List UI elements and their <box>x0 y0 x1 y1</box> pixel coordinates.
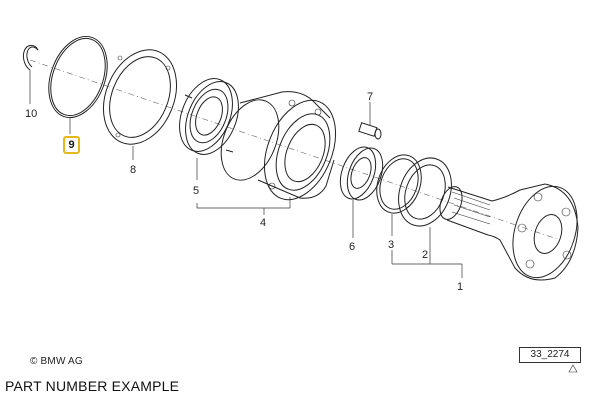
copyright-label: © BMW AG <box>30 356 83 367</box>
part-9-ring <box>48 35 108 119</box>
leader-lines <box>29 70 463 278</box>
watermark-triangle <box>568 364 578 373</box>
callout-5[interactable]: 5 <box>193 185 199 197</box>
callout-2[interactable]: 2 <box>422 249 428 261</box>
callout-4[interactable]: 4 <box>260 217 266 229</box>
callout-10[interactable]: 10 <box>25 108 37 120</box>
callout-8[interactable]: 8 <box>130 164 136 176</box>
part-7-bolt <box>358 122 382 140</box>
part-3-ring <box>376 154 422 214</box>
part-6-seal <box>339 146 384 201</box>
part-10-circlip <box>22 44 39 71</box>
callout-3[interactable]: 3 <box>388 239 394 251</box>
callout-7[interactable]: 7 <box>367 91 373 103</box>
callout-9-highlighted[interactable]: 9 <box>63 136 80 154</box>
axis-centerline <box>29 59 561 241</box>
callout-1[interactable]: 1 <box>457 281 463 293</box>
callout-6[interactable]: 6 <box>349 241 355 253</box>
part-4-housing <box>220 91 336 201</box>
page-caption: PART NUMBER EXAMPLE <box>5 378 180 394</box>
part-2-washer <box>398 157 452 227</box>
drawing-reference: 33_2274 <box>519 347 581 363</box>
part-5-bearing <box>179 78 239 155</box>
part-1-output-flange <box>439 183 579 281</box>
part-8-gasket <box>103 49 177 145</box>
